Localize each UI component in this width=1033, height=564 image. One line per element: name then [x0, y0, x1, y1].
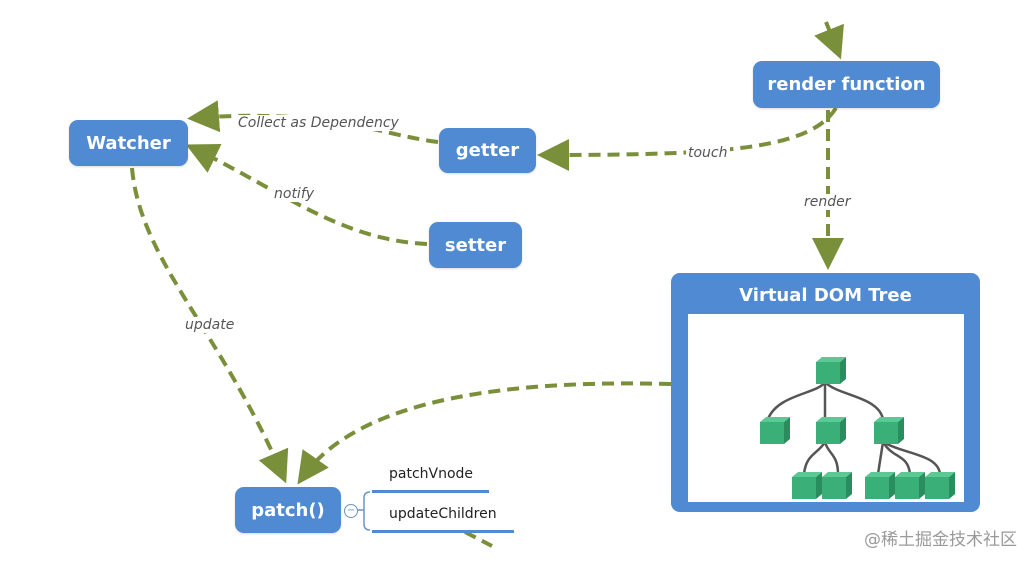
edge-touch: [537, 106, 838, 171]
edge-updatechildren-out: [464, 530, 493, 548]
cube-l2-a: [792, 472, 822, 499]
branch-updatechildren-underline: [372, 530, 514, 533]
cube-root: [816, 357, 846, 384]
cube-l2-b: [822, 472, 852, 499]
branch-bracket: [363, 491, 371, 531]
cube-l2-d: [895, 472, 925, 499]
edge-update: [130, 167, 289, 484]
setter-label: setter: [444, 234, 507, 256]
virtual-dom-tree-title: Virtual DOM Tree: [739, 285, 912, 306]
watcher-label: Watcher: [86, 132, 171, 154]
edge-label-notify: notify: [272, 186, 317, 202]
cube-l1-a: [760, 417, 790, 444]
branch-patchvnode-underline: [372, 490, 489, 493]
patch-node: patch(): [235, 487, 341, 533]
cube-l1-b: [816, 417, 846, 444]
edge-vdom-to-patch: [297, 381, 672, 485]
render-function-node: render function: [753, 61, 940, 108]
getter-label: getter: [455, 140, 520, 161]
virtual-dom-tree-node: Virtual DOM Tree: [671, 273, 980, 512]
cube-l2-c: [865, 472, 895, 499]
tree-graphic: [760, 357, 955, 499]
patch-label: patch(): [251, 499, 325, 521]
watermark: @稀土掘金技术社区: [864, 530, 1017, 550]
branch-patchvnode: patchVnode: [389, 466, 474, 482]
vdom-tree-illustration: [688, 314, 964, 502]
getter-node: getter: [439, 128, 536, 173]
cube-l1-c: [874, 417, 904, 444]
edge-label-update: update: [183, 317, 237, 333]
edge-label-render: render: [802, 194, 853, 210]
branch-updatechildren: updateChildren: [389, 506, 497, 522]
cube-l2-e: [925, 472, 955, 499]
edge-label-touch: touch: [686, 145, 730, 161]
tree-cubes: [760, 357, 955, 499]
render-function-label: render function: [767, 74, 926, 95]
watcher-node: Watcher: [69, 120, 188, 166]
edge-incoming-render: [814, 21, 844, 60]
setter-node: setter: [429, 222, 522, 268]
collapse-toggle-icon[interactable]: −: [344, 504, 358, 518]
edge-label-collect: Collect as Dependency: [236, 115, 401, 131]
edge-notify: [185, 144, 428, 246]
